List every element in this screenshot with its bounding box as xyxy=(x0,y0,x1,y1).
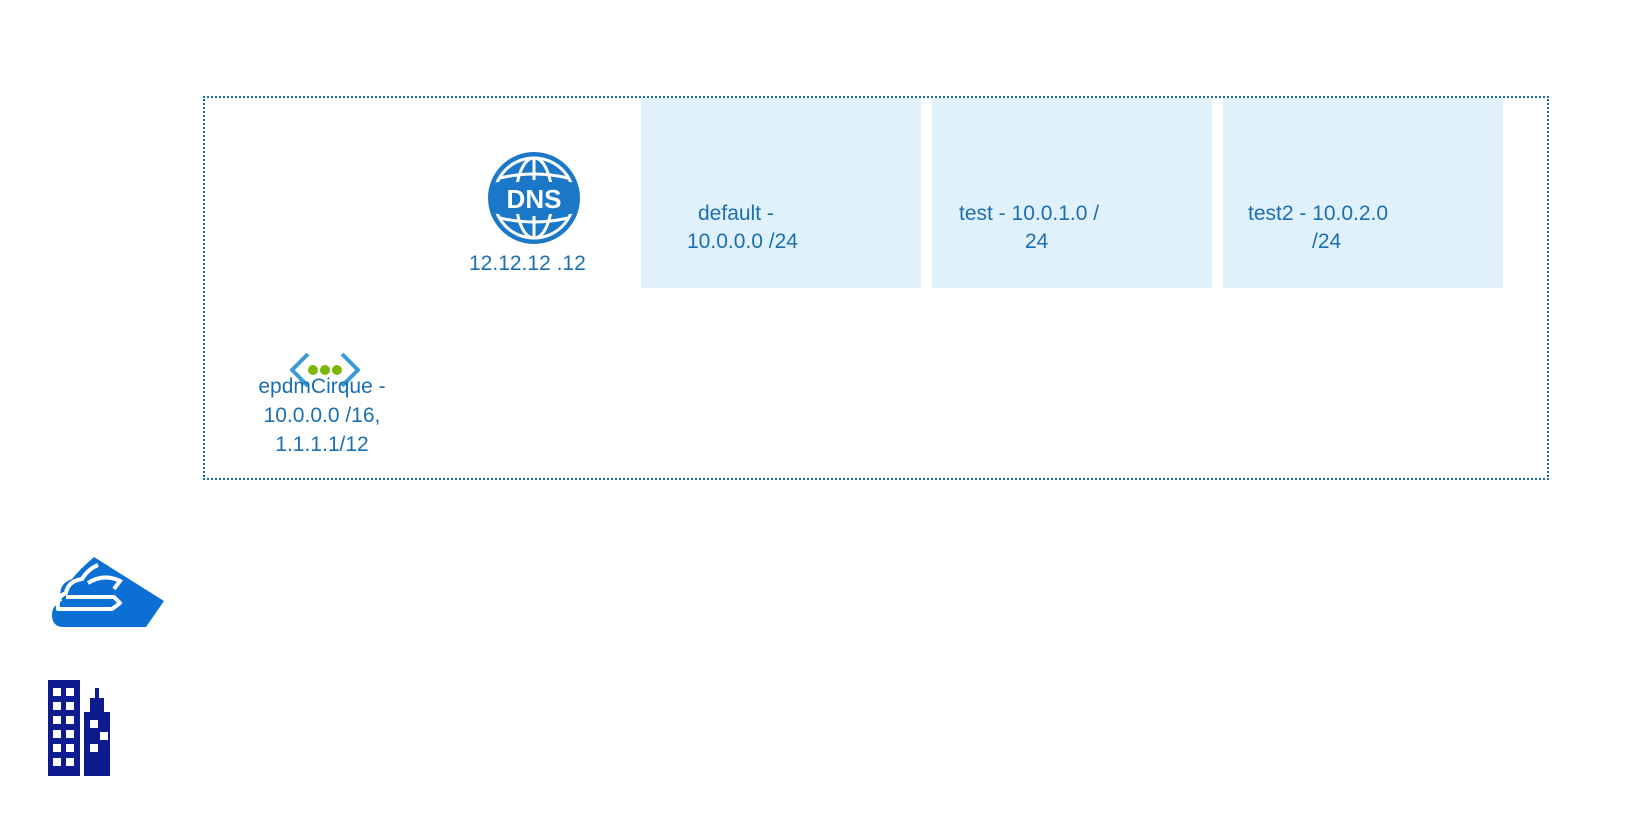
subnet-default[interactable] xyxy=(641,98,921,288)
dns-ip-label: 12.12.12 .12 xyxy=(469,252,586,275)
virtual-network-icon[interactable] xyxy=(290,350,360,390)
subnet-test-label-line1: test - 10.0.1.0 / xyxy=(959,202,1100,225)
building-icon[interactable] xyxy=(48,680,110,776)
vnet-label-line2: 10.0.0.0 /16, xyxy=(263,404,381,427)
subnet-test2-label-line2: /24 xyxy=(1312,230,1342,253)
vnet-label: epdmCirque - 10.0.0.0 /16, 1.1.1.1/12 xyxy=(232,372,412,459)
dns-icon[interactable]: DNS xyxy=(486,150,582,246)
subnet-test2-label-line1: test2 - 10.0.2.0 xyxy=(1248,202,1389,225)
subnet-test-label-line2: 24 xyxy=(1025,230,1049,253)
subnet-default-label-line2: 10.0.0.0 /24 xyxy=(687,230,798,253)
dns-icon-text: DNS xyxy=(507,184,562,214)
cloud-gateway-icon[interactable] xyxy=(48,555,164,631)
subnet-test2[interactable] xyxy=(1223,98,1503,288)
vnet-label-line1: epdmCirque - xyxy=(258,375,386,398)
subnet-default-label-line1: default - xyxy=(698,202,774,225)
vnet-boundary xyxy=(203,96,1549,480)
subnet-test[interactable] xyxy=(932,98,1212,288)
vnet-label-line3: 1.1.1.1/12 xyxy=(275,433,369,456)
